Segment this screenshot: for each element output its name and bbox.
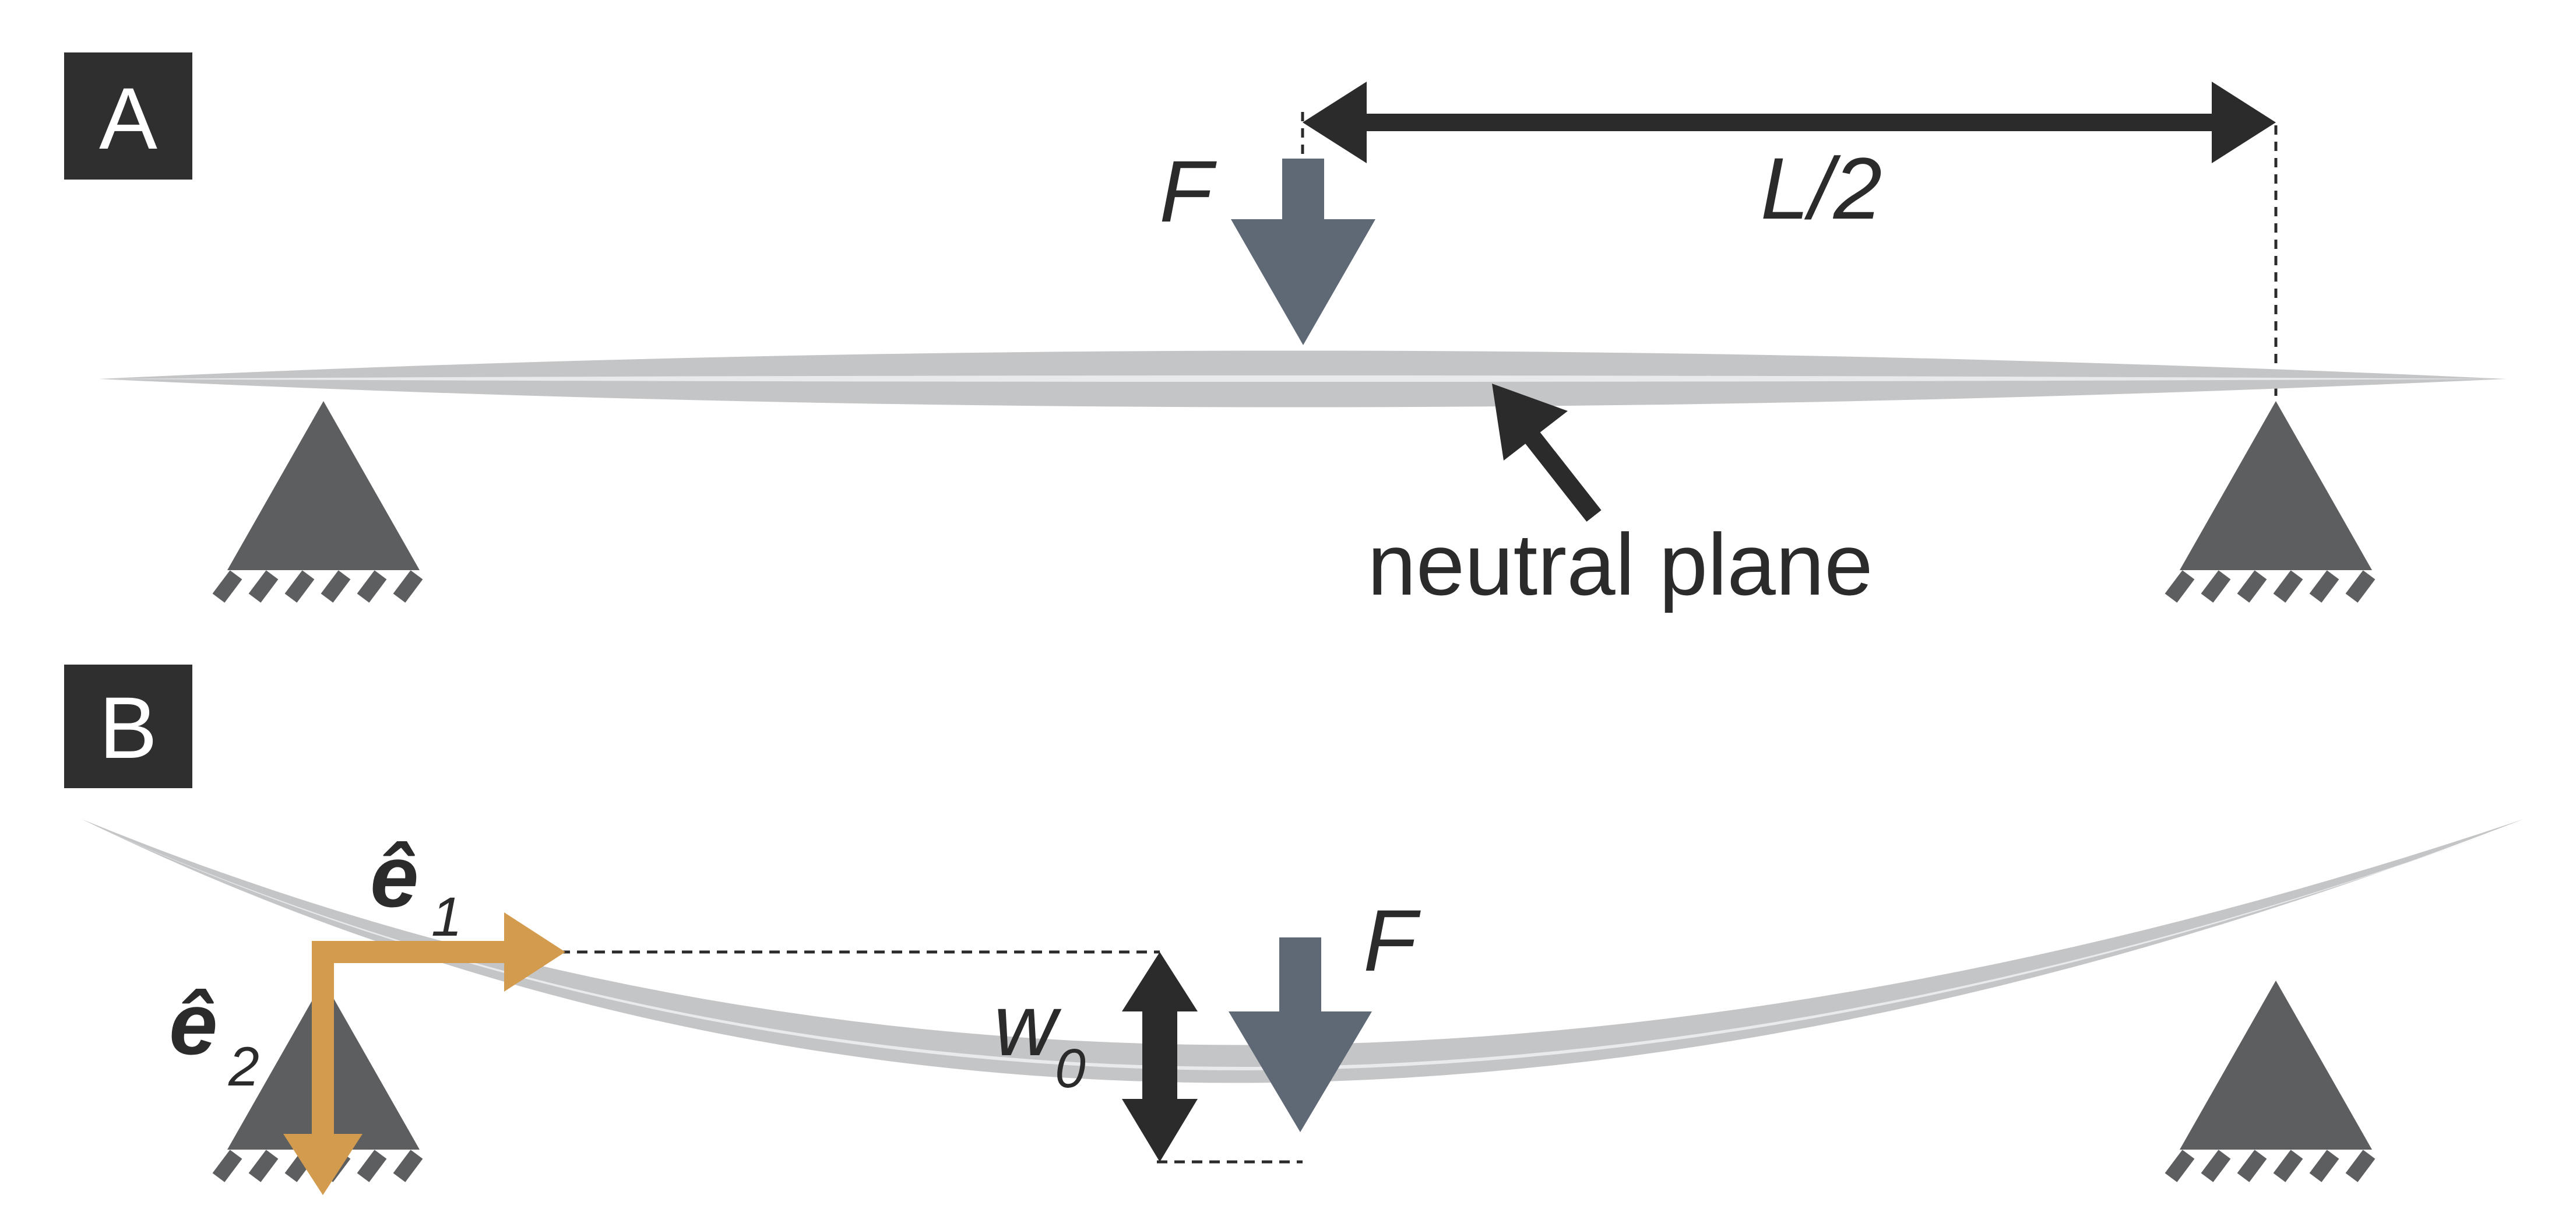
force-arrow-b: [1229, 937, 1372, 1132]
panel-a-label: A: [99, 69, 157, 167]
panel-a-label-box: A: [64, 52, 192, 180]
support-right-b: [2171, 981, 2372, 1178]
support-right-a: [2171, 401, 2372, 598]
svg-text:1: 1: [431, 886, 462, 948]
panel-b-label-box: B: [64, 665, 192, 788]
svg-text:2: 2: [228, 1036, 259, 1098]
neutral-plane-label: neutral plane: [1367, 515, 1873, 613]
deflection-label: w 0: [994, 976, 1086, 1099]
deflection-arrow: [1122, 952, 1198, 1162]
panel-b: B w 0 F: [64, 665, 2524, 1195]
support-left-a: [219, 401, 420, 598]
svg-text:w: w: [994, 976, 1062, 1074]
svg-text:ê: ê: [370, 827, 418, 925]
panel-b-label: B: [99, 679, 157, 777]
neutral-plane-pointer: [1492, 384, 1602, 522]
basis-e2-label: ê 2: [169, 975, 259, 1098]
beam-b: [82, 819, 2524, 1083]
force-label-b: F: [1363, 891, 1421, 989]
force-label-a: F: [1159, 142, 1217, 240]
force-arrow-a: [1231, 159, 1375, 345]
basis-e1-arrow: [312, 912, 565, 992]
svg-text:ê: ê: [169, 975, 217, 1073]
span-label: L/2: [1761, 139, 1882, 237]
panel-a: A L/2 F neutral plane: [64, 52, 2506, 613]
beam-a: [99, 350, 2506, 407]
svg-text:0: 0: [1055, 1038, 1086, 1099]
basis-e2-arrow: [283, 941, 363, 1195]
basis-e1-label: ê 1: [370, 827, 462, 948]
span-dimension-arrow: [1301, 82, 2278, 396]
